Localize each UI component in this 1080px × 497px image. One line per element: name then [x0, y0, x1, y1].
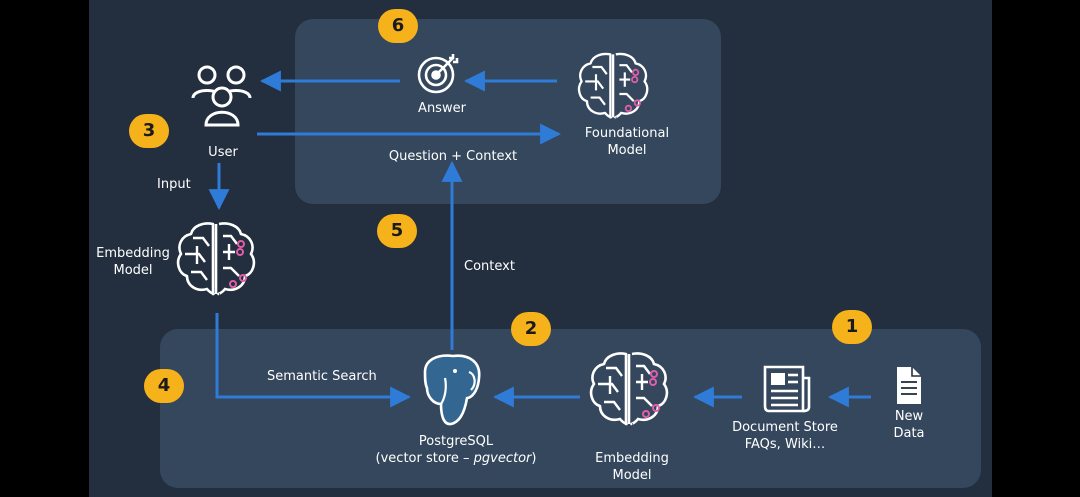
step-badge-4: 4: [144, 369, 184, 403]
new-data-label: New Data: [893, 408, 924, 442]
embedding-left-line-1: Embedding: [96, 246, 170, 261]
embedding-bottom-line-2: Model: [612, 468, 652, 483]
step-badge-3: 3: [129, 114, 169, 148]
foundational-model-line-2: Model: [607, 143, 647, 158]
pgvector-text: pgvector: [473, 451, 532, 466]
target-icon: [417, 54, 459, 94]
user-label: User: [208, 145, 238, 160]
context-label: Context: [464, 259, 515, 274]
step-badge-6: 6: [378, 9, 418, 43]
embedding-model-left-label: Embedding Model: [96, 245, 170, 279]
postgresql-line-2-prefix: (vector store –: [375, 451, 474, 466]
new-data-line-1: New: [894, 409, 924, 424]
document-store-line-1: Document Store: [732, 420, 838, 435]
slide: 6 3 5 2 1 4 Answer User Foundational Mod…: [89, 0, 992, 497]
postgresql-elephant-icon: [423, 354, 481, 426]
postgresql-line-2-suffix: ): [531, 451, 537, 466]
foundational-model-line-1: Foundational: [584, 126, 670, 141]
newspaper-icon: [763, 365, 811, 413]
embedding-left-line-2: Model: [113, 263, 153, 278]
step-badge-1: 1: [832, 310, 872, 344]
input-label: Input: [157, 177, 191, 192]
postgresql-line-1: PostgreSQL: [418, 434, 494, 449]
flow-arrows: [208, 70, 871, 408]
answer-label: Answer: [418, 101, 466, 116]
question-context-label: Question + Context: [388, 149, 518, 164]
bottom-panel: [160, 329, 981, 488]
postgresql-line-2: (vector store – pgvector): [376, 450, 537, 467]
foundational-model-label: Foundational Model: [585, 125, 669, 159]
users-group-icon: [191, 65, 252, 127]
document-icon: [897, 367, 921, 404]
document-store-line-2: FAQs, Wiki…: [744, 437, 826, 452]
step-badge-5: 5: [377, 214, 417, 248]
embedding-bottom-line-1: Embedding: [595, 451, 669, 466]
new-data-line-2: Data: [893, 426, 925, 441]
brain-circuit-icon: [176, 222, 256, 296]
semantic-search-label: Semantic Search: [267, 369, 377, 384]
postgresql-label: PostgreSQL (vector store – pgvector): [376, 433, 537, 467]
step-badge-2: 2: [511, 312, 551, 346]
document-store-label: Document Store FAQs, Wiki…: [732, 419, 838, 453]
diagram-canvas: [160, 19, 981, 488]
embedding-model-bottom-label: Embedding Model: [595, 450, 669, 484]
top-panel: [295, 19, 721, 204]
arrow-semantic-search: [215, 313, 412, 408]
